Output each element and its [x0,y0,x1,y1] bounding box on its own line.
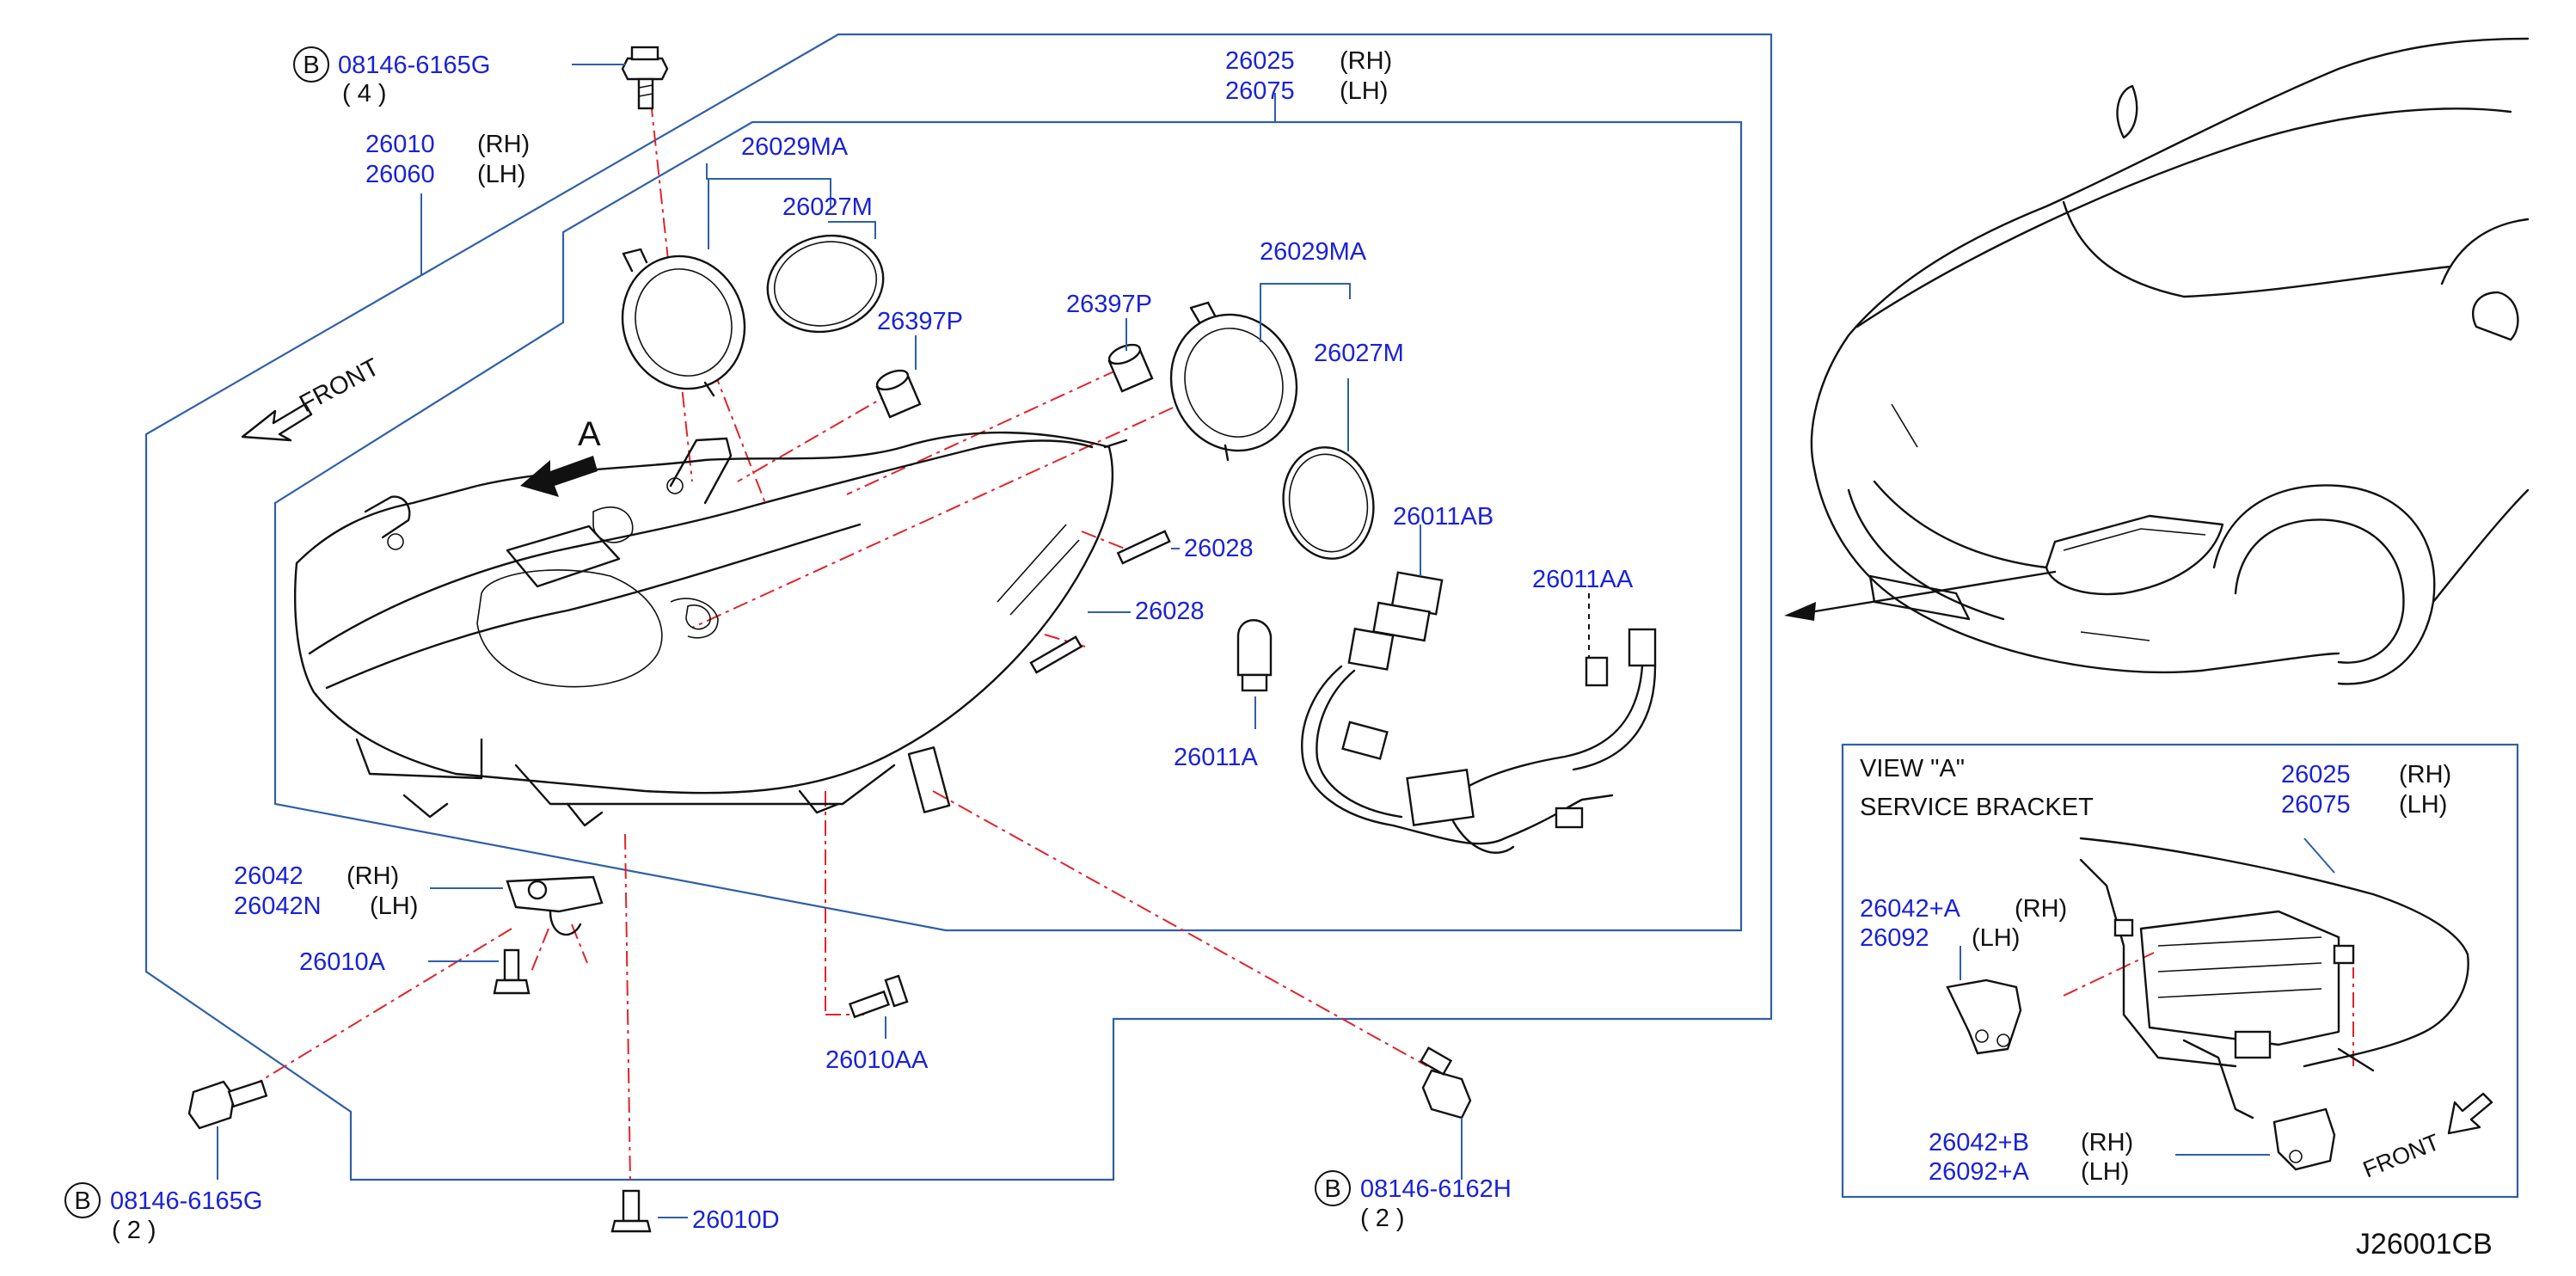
svg-text:26025: 26025 [2281,761,2351,788]
right-plug-icon [1107,343,1154,393]
label-screw-d: 26010D [692,1206,780,1234]
svg-text:( 2 ): ( 2 ) [112,1217,156,1244]
label-screw-a: 26010A [299,948,386,976]
wiring-harness-icon [1301,665,1657,854]
svg-text:26042N: 26042N [234,893,322,920]
view-a-inset-frame [1841,743,2519,1199]
inset-housing-drawing [2079,837,2469,1120]
svg-text:(LH): (LH) [2399,791,2447,819]
label-plug-left: 26397P [877,308,963,335]
label-screw-aa: 26010AA [825,1046,929,1074]
assembly-frame-outer [144,33,1773,1181]
callout-housing: 26025 (RH) 26075 (LH) [1225,47,1392,105]
svg-text:08146-6165G: 08146-6165G [110,1187,262,1215]
front-arrow-icon [241,402,313,442]
label-socket-ab: 26011AB [1393,503,1493,531]
bolt-bottom-right-icon [1419,1046,1472,1120]
callout-bracket: 26042 (RH) 26042N (LH) [234,862,418,920]
assembly-frame-inner [273,120,1743,932]
svg-text:26092: 26092 [1860,924,1929,952]
label-clip-1: 26028 [1184,535,1254,562]
svg-text:26092+A: 26092+A [1929,1158,2030,1186]
diagram-code: J26001CB [2356,1228,2493,1261]
callout-bolt-bottom-right: B 08146-6162H ( 2 ) [1315,1170,1512,1232]
inset-labels: VIEW "A" SERVICE BRACKET 26025 (RH) 2607… [1860,755,2451,1186]
clip-lower-icon [1029,635,1083,674]
inset-bracket-a-icon [1946,978,2022,1055]
svg-text:(RH): (RH) [2015,895,2067,923]
label-oring-left: 26027M [782,193,873,221]
socket-26011ab-icon [1347,571,1444,671]
svg-text:(LH): (LH) [2081,1158,2129,1186]
screw-26010a-icon [493,948,531,995]
svg-text:(RH): (RH) [347,862,399,890]
label-oring-right: 26027M [1314,340,1404,367]
front-label: FRONT [295,353,383,418]
leader-lines [217,64,2335,1218]
svg-text:26042+B: 26042+B [1929,1129,2029,1156]
svg-text:26060: 26060 [365,161,435,188]
label-cap-left: 26029MA [741,133,849,161]
svg-text:(LH): (LH) [477,161,525,188]
label-cap-right: 26029MA [1260,238,1367,266]
service-bracket-icon [506,875,604,936]
inset-front-arrow-icon [2447,1092,2493,1135]
svg-text:(LH): (LH) [1972,924,2020,952]
svg-text:B: B [1324,1175,1340,1203]
svg-text:(LH): (LH) [370,893,418,920]
label-socket-aa: 26011AA [1532,566,1634,593]
callout-lamp-assy: 26010 (RH) 26060 (LH) [365,131,530,188]
label-plug-right: 26397P [1066,291,1152,318]
socket-26011aa-icon [1585,628,1657,687]
bolt-top-icon [621,46,669,110]
svg-text:( 2 ): ( 2 ) [1360,1205,1405,1232]
clip-upper-icon [1116,530,1171,565]
inset-bracket-b-icon [2272,1107,2336,1171]
part-number: 08146-6165G [338,52,490,79]
svg-text:(RH): (RH) [2399,761,2451,788]
inset-view-title: VIEW "A" [1860,755,1965,782]
svg-text:26042+A: 26042+A [1860,895,1961,923]
screw-26010aa-icon [848,974,909,1019]
right-bulb-cap-icon [1169,301,1298,462]
bulb-26011a-icon [1236,619,1273,692]
svg-text:(RH): (RH) [477,131,530,158]
label-bulb-a: 26011A [1174,744,1258,771]
svg-text:B: B [74,1187,90,1215]
inset-subtitle: SERVICE BRACKET [1860,794,2094,821]
badge-b: B [303,52,319,79]
svg-text:26010: 26010 [365,131,435,158]
svg-text:(LH): (LH) [1340,77,1388,105]
headlamp-assembly [293,431,1128,827]
quantity: ( 4 ) [342,80,387,107]
svg-text:26025: 26025 [1225,47,1295,75]
inset-front-label: FRONT [2359,1129,2443,1183]
screw-26010d-icon [610,1189,652,1233]
view-marker-a: A [578,415,601,453]
svg-text:26075: 26075 [2281,791,2351,819]
svg-text:26042: 26042 [234,862,304,890]
right-o-ring-icon [1282,446,1375,560]
left-o-ring-icon [766,234,885,334]
callout-bolt-top: B 08146-6165G ( 4 ) [293,46,490,107]
location-pointer-arrow-icon [1784,570,2057,621]
bolt-bottom-left-icon [187,1079,268,1130]
callout-bolt-bottom-left: B 08146-6165G ( 2 ) [64,1182,262,1244]
view-a-arrow-icon [520,456,598,497]
left-plug-icon [875,369,922,419]
svg-text:(RH): (RH) [1340,47,1392,75]
label-clip-2: 26028 [1135,598,1205,625]
svg-text:26075: 26075 [1225,77,1295,105]
vehicle-location-illustration [1810,37,2530,685]
left-bulb-cap-icon [621,248,746,397]
svg-text:(RH): (RH) [2081,1129,2133,1156]
svg-text:08146-6162H: 08146-6162H [1360,1175,1512,1203]
